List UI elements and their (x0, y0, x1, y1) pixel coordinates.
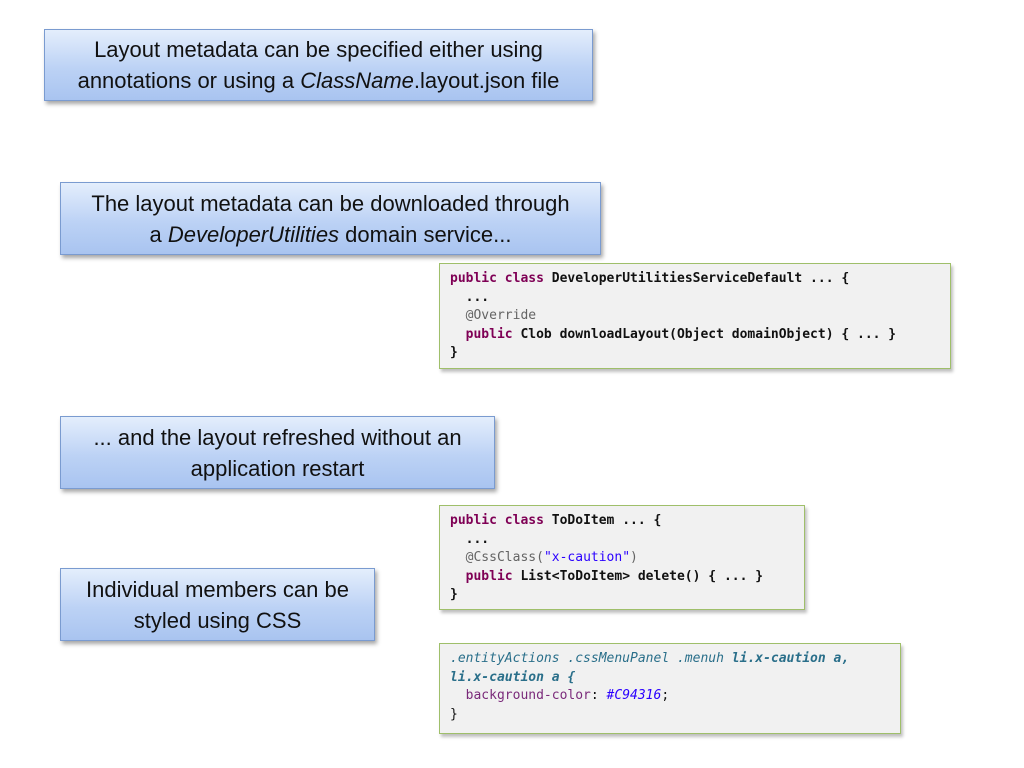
code-text: : (590, 688, 607, 703)
callout-line: styled using CSS (133, 607, 302, 633)
text: a (149, 221, 168, 247)
keyword: public (450, 513, 497, 528)
keyword: class (504, 513, 544, 528)
css-selector: .entityActions .cssMenuPanel .menuh (450, 651, 732, 666)
text: annotations or using a (77, 68, 301, 93)
callout-line: The layout metadata can be downloaded th… (91, 190, 570, 216)
annotation: ) (630, 550, 638, 565)
callout-layout-metadata: Layout metadata can be specified either … (44, 29, 593, 101)
code-block-css: .entityActions .cssMenuPanel .menuh li.x… (439, 643, 901, 734)
code-line: } (450, 587, 458, 602)
callout-css-styling: Individual members can be styled using C… (60, 568, 375, 641)
code-line: @CssClass("x-caution") (450, 549, 794, 568)
code-line: @Override (450, 308, 537, 323)
italic-text: DeveloperUtilities (167, 221, 340, 247)
code-block-developer-utilities: public class DeveloperUtilitiesServiceDe… (439, 263, 951, 369)
code-text: ; (661, 688, 670, 703)
code-line: } (450, 706, 458, 722)
annotation: @CssClass( (465, 550, 544, 565)
italic-text: ClassName (300, 68, 414, 93)
code-block-todoitem: public class ToDoItem ... { ... @CssClas… (439, 505, 805, 610)
code-line: public Clob downloadLayout(Object domain… (450, 326, 940, 345)
text: .layout.json file (413, 68, 560, 93)
code-line: public class ToDoItem ... { (450, 512, 794, 531)
code-text: ToDoItem ... { (543, 513, 662, 528)
string-literal: "x-caution" (543, 550, 631, 565)
code-text: DeveloperUtilitiesServiceDefault ... { (543, 271, 850, 286)
code-line: } (450, 345, 458, 360)
css-selector: li.x-caution a, (731, 651, 850, 666)
code-line: .entityActions .cssMenuPanel .menuh li.x… (450, 650, 890, 669)
code-line: public List<ToDoItem> delete() { ... } (450, 568, 794, 587)
code-line: ... (450, 289, 490, 305)
callout-line: annotations or using a ClassName.layout.… (78, 65, 560, 96)
css-value: #C94316 (606, 688, 662, 703)
callout-line: a DeveloperUtilities domain service... (150, 219, 512, 250)
keyword: public (465, 568, 513, 584)
code-line: background-color: #C94316; (450, 687, 890, 706)
callout-line: ... and the layout refreshed without an (93, 424, 462, 450)
code-line: ... (450, 531, 490, 547)
code-line: li.x-caution a { (450, 669, 576, 685)
keyword: class (504, 271, 544, 286)
code-text: List<ToDoItem> delete() { ... } (512, 568, 764, 584)
keyword: public (465, 326, 513, 342)
keyword: public (450, 271, 497, 286)
callout-layout-refresh: ... and the layout refreshed without an … (60, 416, 495, 489)
callout-line: application restart (190, 455, 365, 481)
code-line: public class DeveloperUtilitiesServiceDe… (450, 270, 940, 289)
callout-line: Individual members can be (86, 576, 349, 602)
code-text: Clob downloadLayout(Object domainObject)… (512, 326, 897, 342)
css-property: background-color (465, 688, 591, 703)
text: domain service... (339, 221, 512, 247)
callout-line: Layout metadata can be specified either … (94, 37, 543, 62)
callout-download-metadata: The layout metadata can be downloaded th… (60, 182, 601, 255)
